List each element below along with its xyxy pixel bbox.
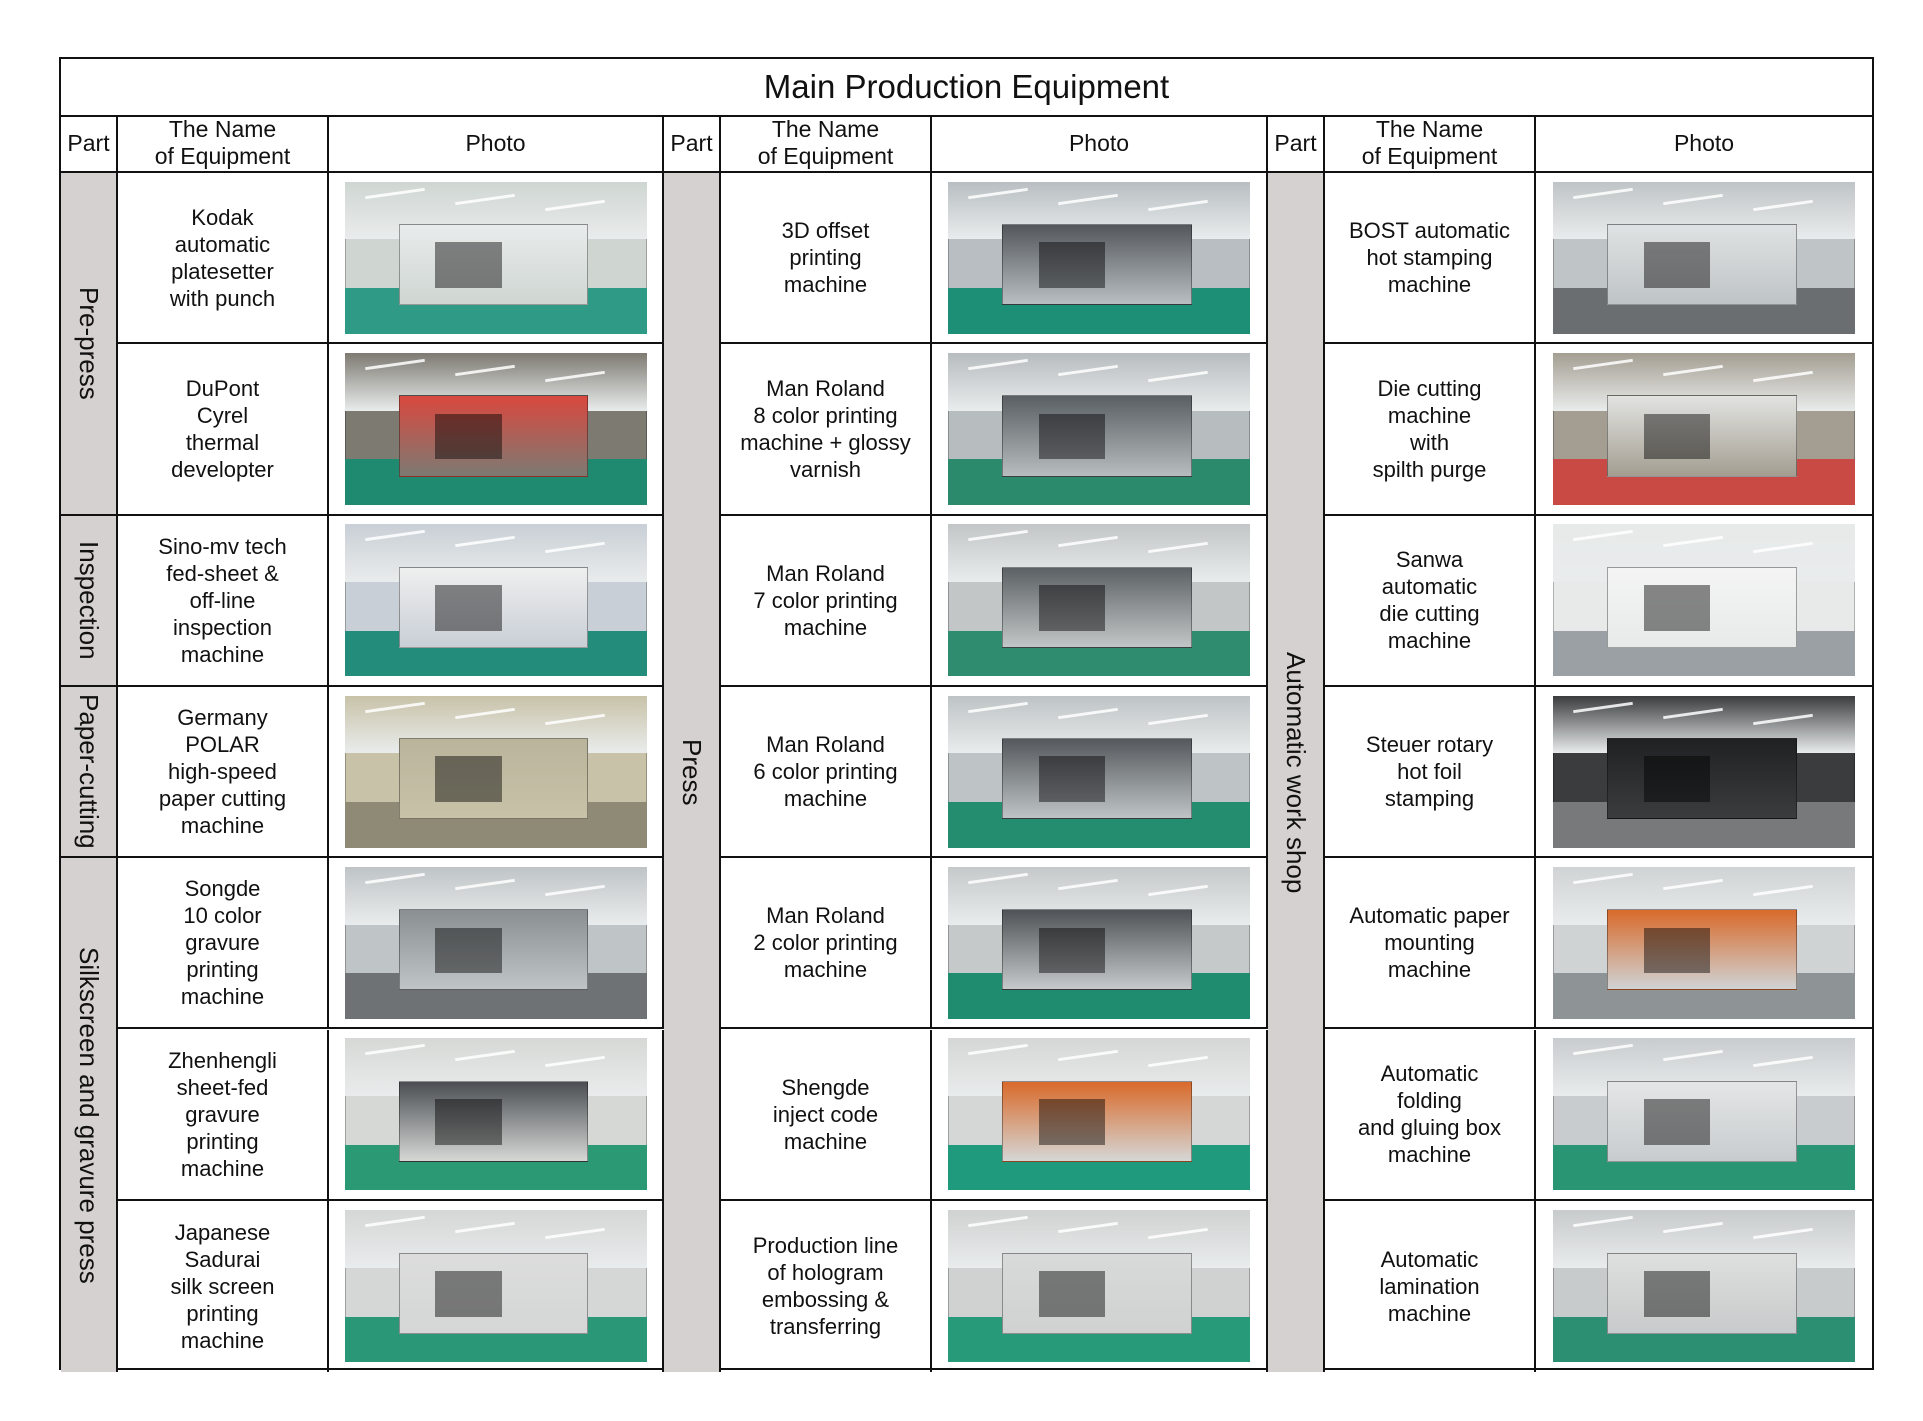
photo-cell bbox=[329, 515, 664, 687]
thermal-developer-photo bbox=[344, 352, 647, 505]
equipment-name: Man Roland 2 color printing machine bbox=[721, 858, 932, 1030]
header-name: The Name of Equipment bbox=[118, 115, 329, 173]
silk-screen-photo bbox=[344, 1210, 647, 1363]
photo-cell bbox=[932, 1029, 1268, 1201]
photo-cell bbox=[329, 1029, 664, 1201]
photo-cell bbox=[932, 858, 1268, 1030]
equipment-name: Shengde inject code machine bbox=[721, 1029, 932, 1201]
equipment-name: Zhenhengli sheet-fed gravure printing ma… bbox=[118, 1029, 329, 1201]
equipment-name: Sino-mv tech fed-sheet & off-line inspec… bbox=[118, 515, 329, 687]
photo-cell bbox=[329, 686, 664, 859]
photo-cell bbox=[932, 1200, 1268, 1373]
photo-cell bbox=[1536, 1030, 1872, 1201]
header-part: Part bbox=[1268, 115, 1325, 173]
offset-press-photo bbox=[948, 181, 1250, 334]
equipment-name: 3D offset printing machine bbox=[721, 173, 932, 345]
photo-cell bbox=[329, 858, 664, 1030]
photo-cell bbox=[1536, 344, 1872, 516]
hot-stamping-photo bbox=[1553, 181, 1855, 334]
photo-cell bbox=[932, 515, 1268, 687]
photo-cell bbox=[932, 173, 1268, 345]
part-silkscreen-and-gravure-press: Silkscreen and gravure press bbox=[61, 858, 118, 1373]
hologram-line-photo bbox=[948, 1210, 1250, 1363]
header-part: Part bbox=[61, 115, 118, 173]
equipment-name: Die cutting machine with spilth purge bbox=[1325, 344, 1536, 516]
part-pre-press: Pre-press bbox=[61, 173, 118, 516]
roland-7-color-photo bbox=[948, 524, 1250, 677]
equipment-name: DuPont Cyrel thermal developter bbox=[118, 344, 329, 516]
header-photo: Photo bbox=[932, 115, 1268, 173]
header-photo: Photo bbox=[329, 115, 664, 173]
part-label: Paper-cutting bbox=[74, 694, 104, 849]
sanwa-die-cutter-photo bbox=[1553, 524, 1855, 677]
equipment-name: Automatic lamination machine bbox=[1325, 1200, 1536, 1373]
header-part: Part bbox=[664, 115, 721, 173]
part-label: Press bbox=[677, 739, 707, 806]
equipment-name: Man Roland 6 color printing machine bbox=[721, 686, 932, 859]
part-label: Automatic work shop bbox=[1281, 651, 1311, 894]
photo-cell bbox=[1536, 173, 1872, 345]
equipment-name: Man Roland 8 color printing machine + gl… bbox=[721, 344, 932, 516]
roland-8-color-photo bbox=[948, 352, 1250, 505]
header-photo: Photo bbox=[1536, 115, 1872, 173]
photo-cell bbox=[329, 344, 664, 516]
part-label: Silkscreen and gravure press bbox=[74, 946, 104, 1284]
equipment-name: Automatic folding and gluing box machine bbox=[1325, 1029, 1536, 1201]
part-label: Pre-press bbox=[74, 286, 104, 400]
roland-2-color-photo bbox=[948, 866, 1250, 1019]
gravure-machine-photo bbox=[344, 866, 647, 1019]
photo-cell bbox=[932, 344, 1268, 516]
equipment-name: BOST automatic hot stamping machine bbox=[1325, 173, 1536, 345]
photo-cell bbox=[1536, 858, 1872, 1030]
photo-cell bbox=[1536, 687, 1872, 859]
equipment-name: Production line of hologram embossing & … bbox=[721, 1200, 932, 1373]
header-name: The Name of Equipment bbox=[721, 115, 932, 173]
equipment-name: Songde 10 color gravure printing machine bbox=[118, 858, 329, 1030]
photo-cell bbox=[329, 173, 664, 345]
equipment-name: Man Roland 7 color printing machine bbox=[721, 515, 932, 687]
lamination-photo bbox=[1553, 1210, 1855, 1363]
equipment-name: Sanwa automatic die cutting machine bbox=[1325, 515, 1536, 687]
folding-gluing-photo bbox=[1553, 1038, 1855, 1191]
part-automatic-work-shop: Automatic work shop bbox=[1268, 173, 1325, 1373]
equipment-name: Germany POLAR high-speed paper cutting m… bbox=[118, 686, 329, 859]
platesetter-photo bbox=[344, 181, 647, 334]
photo-cell bbox=[329, 1200, 664, 1373]
table-title: Main Production Equipment bbox=[61, 59, 1872, 117]
roland-6-color-photo bbox=[948, 695, 1250, 848]
paper-cutter-photo bbox=[344, 695, 647, 848]
equipment-name: Japanese Sadurai silk screen printing ma… bbox=[118, 1200, 329, 1373]
header-name: The Name of Equipment bbox=[1325, 115, 1536, 173]
equipment-name: Kodak automatic platesetter with punch bbox=[118, 173, 329, 345]
equipment-name: Steuer rotary hot foil stamping bbox=[1325, 686, 1536, 859]
equipment-name: Automatic paper mounting machine bbox=[1325, 858, 1536, 1030]
part-label: Inspection bbox=[74, 540, 104, 660]
photo-cell bbox=[932, 686, 1268, 859]
photo-cell bbox=[1536, 1201, 1872, 1372]
part-inspection: Inspection bbox=[61, 515, 118, 687]
rotary-foil-photo bbox=[1553, 695, 1855, 848]
inject-code-photo bbox=[948, 1038, 1250, 1191]
sheetfed-gravure-photo bbox=[344, 1038, 647, 1191]
part-paper-cutting: Paper-cutting bbox=[61, 686, 118, 859]
paper-mounting-photo bbox=[1553, 866, 1855, 1019]
die-cutting-photo bbox=[1553, 352, 1855, 505]
part-press: Press bbox=[664, 173, 721, 1373]
photo-cell bbox=[1536, 516, 1872, 687]
inspection-machine-photo bbox=[344, 524, 647, 677]
